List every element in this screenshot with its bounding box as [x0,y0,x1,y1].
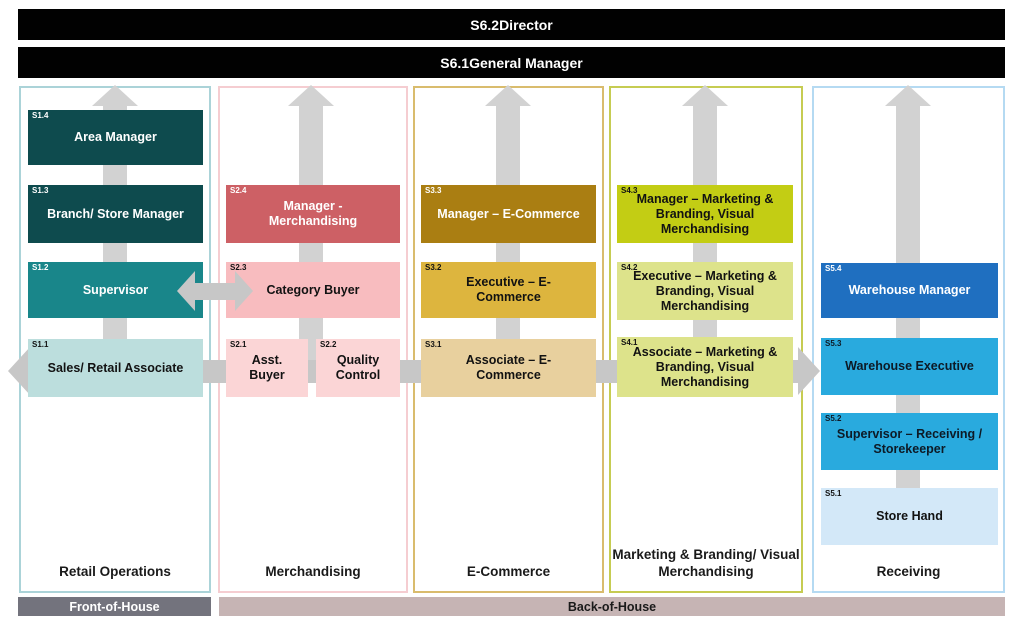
role-label: Supervisor – Receiving / Storekeeper [836,426,983,456]
role-label: Quality Control [335,353,381,382]
role-label: Area Manager [74,130,157,144]
role-label: Executive – E-Commerce [466,275,551,304]
role-box-supervisor-receiving: S5.2 Supervisor – Receiving / Storekeepe… [821,413,998,470]
up-arrow-icon [288,85,334,106]
director-bar: S6.2 Director [18,9,1005,40]
role-code: S6.2 [470,16,500,33]
role-box-warehouse-executive: S5.3 Warehouse Executive [821,338,998,395]
role-code: S2.4 [230,186,247,195]
column-label-marketing-branding: Marketing & Branding/ Visual Merchandisi… [612,547,800,579]
role-label: Executive – Marketing & Branding, Visual… [633,268,777,313]
role-box-asst-buyer: S2.1 Asst. Buyer [226,339,308,397]
role-box-warehouse-manager: S5.4 Warehouse Manager [821,263,998,318]
role-code: S1.3 [32,186,49,195]
up-arrow-icon [92,85,138,106]
role-label: Warehouse Manager [848,283,971,297]
role-box-branch-store-manager: S1.3 Branch/ Store Manager [28,185,203,243]
front-of-house-label: Front-of-House [69,599,160,614]
role-label: Sales/ Retail Associate [47,360,184,375]
role-box-associate-ecommerce: S3.1 Associate – E-Commerce [421,339,596,397]
back-of-house-label: Back-of-House [567,599,657,614]
role-code: S3.2 [425,263,442,272]
role-label: Store Hand [876,509,943,523]
role-code: S3.1 [425,340,442,349]
role-code: S5.4 [825,264,842,273]
role-box-area-manager: S1.4 Area Manager [28,110,203,165]
back-of-house-bar: Back-of-House [219,597,1005,616]
column-label-merchandising: Merchandising [265,564,361,579]
role-code: S2.2 [320,340,337,349]
role-box-manager-ecommerce: S3.3 Manager – E-Commerce [421,185,596,243]
role-code: S5.1 [825,489,842,498]
role-code: S1.2 [32,263,49,272]
role-box-executive-ecommerce: S3.2 Executive – E-Commerce [421,262,596,318]
role-code: S2.1 [230,340,247,349]
role-code: S5.3 [825,339,842,348]
lateral-move-band [26,360,800,383]
role-box-supervisor: S1.2 Supervisor [28,262,203,318]
role-label: Branch/ Store Manager [47,206,184,221]
role-label: Associate – E-Commerce [465,353,552,382]
role-label: Asst. Buyer [249,353,285,382]
role-code: S5.2 [825,414,842,423]
director-label: Director [499,16,553,33]
right-arrow-icon [798,347,820,395]
role-box-quality-control: S2.2 Quality Control [316,339,400,397]
role-code: S1.4 [32,111,49,120]
role-box-manager-merchandising: S2.4 Manager - Merchandising [226,185,400,243]
left-arrow-icon [8,347,30,395]
up-arrow-icon [682,85,728,106]
role-code: S4.1 [621,338,638,347]
role-box-sales-retail-associate: S1.1 Sales/ Retail Associate [28,339,203,397]
general-manager-bar: S6.1 General Manager [18,47,1005,78]
role-code: S3.3 [425,186,442,195]
left-arrow-icon [177,271,195,311]
role-label: Associate – Marketing & Branding, Visual… [632,344,778,389]
column-label-e-commerce: E-Commerce [466,564,551,579]
role-code: S1.1 [32,340,49,349]
role-box-manager-marketing: S4.3 Manager – Marketing & Branding, Vis… [617,185,793,243]
role-code: S4.3 [621,186,638,195]
role-code: S4.2 [621,263,638,272]
two-way-arrow-shaft [194,283,236,300]
role-label: Supervisor [82,282,149,297]
role-label: Category Buyer [266,282,360,297]
role-box-associate-marketing: S4.1 Associate – Marketing & Branding, V… [617,337,793,397]
column-label-retail-operations: Retail Operations [59,564,171,579]
role-label: Warehouse Executive [845,359,974,373]
role-code: S6.1 [440,54,470,71]
column-label-receiving: Receiving [876,564,941,579]
role-label: Manager – Marketing & Branding, Visual M… [636,191,774,236]
up-arrow-icon [885,85,931,106]
up-arrow-icon [485,85,531,106]
general-manager-label: General Manager [469,54,583,71]
role-code: S2.3 [230,263,247,272]
front-of-house-bar: Front-of-House [18,597,211,616]
role-box-executive-marketing: S4.2 Executive – Marketing & Branding, V… [617,262,793,320]
right-arrow-icon [235,271,253,311]
role-box-store-hand: S5.1 Store Hand [821,488,998,545]
role-label: Manager - Merchandising [268,199,358,228]
role-box-category-buyer: S2.3 Category Buyer [226,262,400,318]
role-label: Manager – E-Commerce [437,206,580,221]
